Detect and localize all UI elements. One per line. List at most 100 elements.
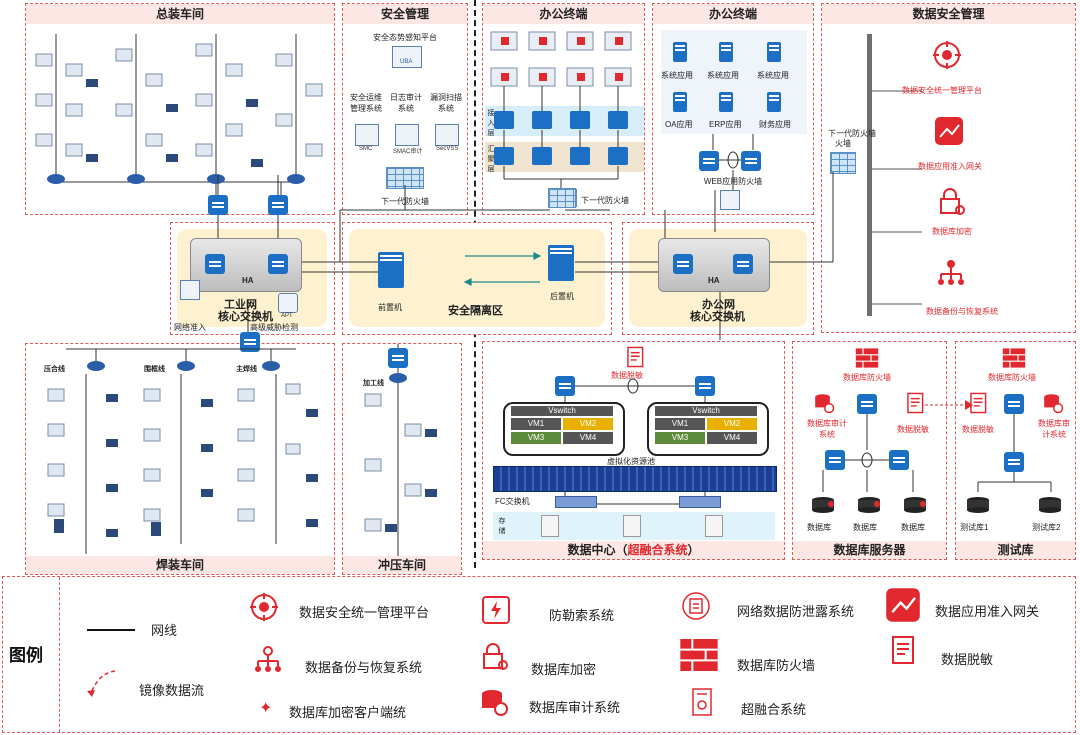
- app-label: 系统应用: [757, 71, 789, 80]
- panel-welding-workshop: 压合线 围框线 主焊线 焊装车间: [25, 332, 335, 575]
- isolation-zone-label: 安全隔离区: [448, 305, 503, 317]
- data-app-gateway-label: 数据应用准入网关: [918, 162, 982, 171]
- erp-app-label: ERP应用: [709, 120, 742, 129]
- storage-icon: [623, 515, 641, 537]
- core-switch-icon: [268, 254, 288, 274]
- oa-app-label: OA应用: [665, 120, 693, 129]
- data-security-bus: [867, 34, 872, 316]
- finance-app-label: 财务应用: [759, 120, 791, 129]
- apt-label: 高级威胁检测: [250, 323, 298, 332]
- database-icon: [858, 497, 880, 513]
- virtual-pool-label: 虚拟化资源池: [607, 457, 655, 466]
- aggregation-layer-label: 汇聚层: [487, 146, 495, 173]
- test-switch-icon: [1004, 394, 1024, 414]
- weld-line-c-label: 主焊线: [236, 366, 257, 373]
- fc-switch-label: FC交换机: [495, 497, 530, 506]
- legend-db-firewall-icon: [680, 639, 718, 671]
- vm-label: VM2: [707, 418, 757, 430]
- access-layer-label: 接入层: [487, 110, 495, 137]
- core-switch-icon: [673, 254, 693, 274]
- legend-data-security-platform-label: 数据安全统一管理平台: [299, 605, 430, 620]
- test-desensitization-label: 数据脱敏: [962, 425, 994, 434]
- panel-title: 焊装车间: [26, 556, 334, 574]
- server-icon: [673, 42, 687, 62]
- next-gen-firewall-label-2: 火墙: [835, 139, 851, 148]
- vm-label: VM3: [511, 432, 561, 444]
- test-database-label: 测试库1: [960, 523, 989, 532]
- data-app-gateway-icon: [935, 117, 963, 145]
- test-audit-label: 数据库审计系统: [1038, 419, 1070, 439]
- firewall-icon: [386, 167, 424, 189]
- storage-icon: [705, 515, 723, 537]
- panel-title: 冲压车间: [343, 556, 461, 574]
- database-icon: [812, 497, 834, 513]
- panel-title: 数据安全管理: [822, 4, 1075, 24]
- core-switch-icon: [733, 254, 753, 274]
- legend-app-gateway-label: 数据应用准入网关: [935, 604, 1040, 619]
- panel-title: 安全管理: [343, 4, 467, 24]
- office-core-title-2: 核心交换机: [690, 311, 745, 323]
- db-audit-label: 数据库审计系统: [807, 419, 847, 439]
- db-desensitization-label: 数据脱敏: [897, 425, 929, 434]
- panel-assembly-workshop: 总装车间: [25, 3, 335, 215]
- secvss-label: SecVSS: [436, 146, 459, 152]
- waf-switch-icon: [699, 151, 719, 171]
- backup-recovery-icon: [938, 260, 964, 285]
- vm-label: VM4: [707, 432, 757, 444]
- industrial-uplink-switch-icon: [208, 195, 228, 215]
- panel-title: 总装车间: [26, 4, 334, 24]
- legend-ransomware-label: 防勒索系统: [549, 608, 615, 623]
- legend-hyperconverged-label: 超融合系统: [741, 702, 807, 717]
- panel-office-terminal-2: 办公终端 系统应用 系统应用 系统应用 OA应用 ERP应用 财务应用 WEB应…: [652, 3, 814, 215]
- ha-label: HA: [708, 276, 720, 285]
- data-security-links: [872, 90, 922, 305]
- db-firewall-label: 数据库防火墙: [843, 373, 891, 382]
- waf-label: WEB应用防火墙: [703, 177, 763, 186]
- blade-chassis: [493, 466, 777, 492]
- office-terminal-diagram: [485, 31, 644, 192]
- back-server-icon: [548, 245, 574, 281]
- apt-icon: APT: [278, 293, 298, 319]
- db-encryption-icon: [940, 188, 965, 215]
- firewall-icon: [830, 152, 856, 174]
- legend-dlp-label: 网络数据防泄露系统: [737, 604, 855, 619]
- vm-label: VM1: [511, 418, 561, 430]
- test-switch-icon: [1004, 452, 1024, 472]
- database-label: 数据库: [807, 523, 831, 532]
- dc-switch-icon: [695, 376, 715, 396]
- vm-group-2: Vswitch VM1 VM2 VM3 VM4: [647, 402, 769, 456]
- vswitch-label: Vswitch: [511, 406, 613, 416]
- db-audit-icon: [815, 394, 835, 414]
- smc-label: SMC: [359, 146, 373, 152]
- legend-mirror-label: 镜像数据流: [139, 683, 205, 698]
- panel-data-security-management: 数据安全管理 下一代防火墙 火墙 数据安全统一管理平台 数据应用准入网关 数据库…: [821, 3, 1076, 333]
- db-switch-icon: [857, 394, 877, 414]
- test-database-icon: [967, 497, 989, 513]
- test-db-firewall-icon: [1002, 348, 1026, 368]
- panel-stamping-workshop: 加工线 冲压车间: [342, 343, 462, 575]
- panel-title: 测试库: [956, 541, 1075, 559]
- legend-desensitization-icon: [892, 636, 914, 664]
- test-desensitization-icon: [970, 392, 987, 414]
- vm-label: VM2: [563, 418, 613, 430]
- test-audit-icon: [1044, 394, 1064, 414]
- waf-switch-icon: [741, 151, 761, 171]
- vm-label: VM3: [655, 432, 705, 444]
- vm-label: VM1: [655, 418, 705, 430]
- legend-enc-client-icon: ✦: [259, 700, 273, 717]
- legend-db-firewall-label: 数据库防火墙: [737, 658, 816, 673]
- test-database-icon: [1039, 497, 1061, 513]
- legend-db-audit-icon: [482, 690, 508, 716]
- db-desensitization-icon: [907, 392, 924, 414]
- legend-desensitization-label: 数据脱敏: [941, 652, 994, 667]
- db-encryption-label: 数据库加密: [932, 227, 972, 236]
- log-audit-label: 日志审计系统: [390, 93, 422, 113]
- vuln-scan-label: 漏洞扫描系统: [430, 93, 462, 113]
- server-icon: [719, 42, 733, 62]
- smac-icon: [395, 124, 419, 146]
- legend-backup-label: 数据备份与恢复系统: [305, 660, 423, 675]
- legend-mirror-sample: [87, 670, 116, 697]
- server-icon: [719, 92, 733, 112]
- storage-label: 存储: [498, 518, 506, 535]
